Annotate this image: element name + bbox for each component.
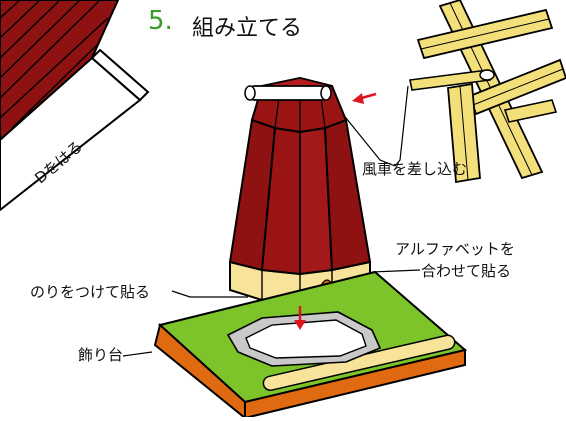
- windmill-tower: [228, 76, 372, 307]
- previous-part-corner: [0, 0, 150, 212]
- blades-leader-line: [394, 85, 409, 167]
- base-label: 飾り台: [78, 346, 124, 364]
- glue-label: のりをつけて貼る: [30, 283, 151, 301]
- alphabet-leader-line: [371, 269, 421, 273]
- step-title: 組み立てる: [192, 16, 303, 41]
- insert-blades-label: 風車を差し込む: [362, 160, 468, 178]
- alphabet-label-line1: アルファベットを: [395, 240, 515, 258]
- place-arrow: [294, 306, 306, 330]
- base-leader-line: [122, 351, 153, 357]
- windmill-blades: [409, 0, 566, 184]
- alphabet-label-line2: 合わせて貼る: [421, 262, 512, 280]
- insert-arrow: [352, 92, 377, 104]
- step-number: 5.: [148, 6, 173, 36]
- glue-leader-line: [171, 290, 248, 298]
- display-base: [153, 270, 468, 421]
